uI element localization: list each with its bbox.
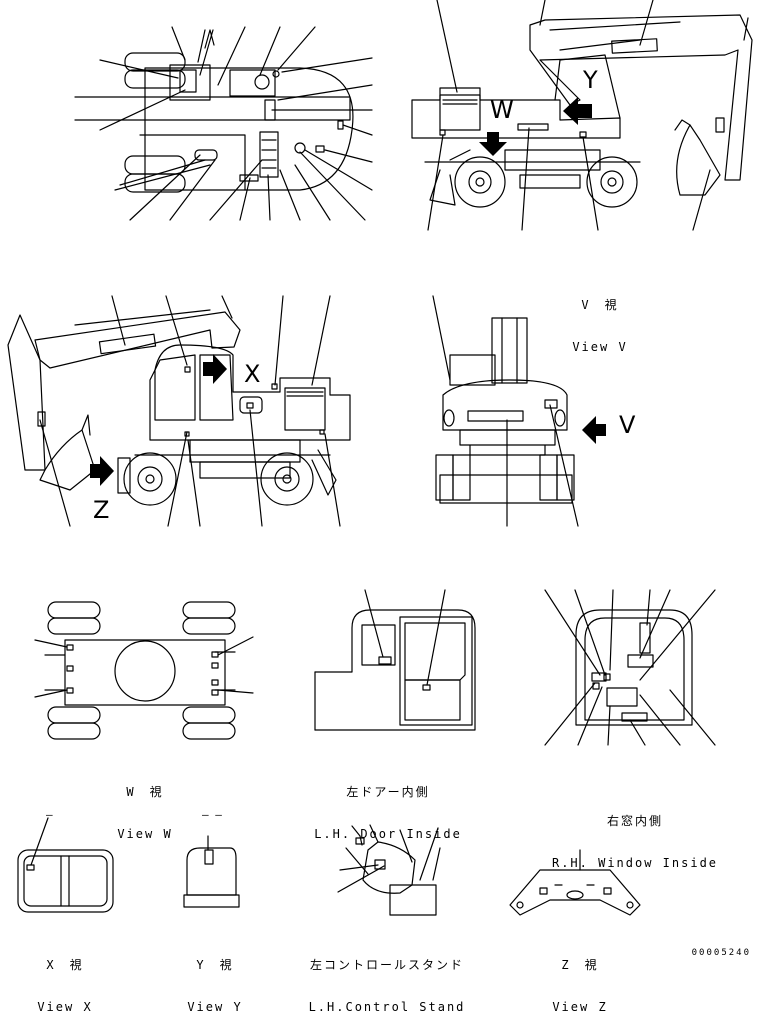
- view-z-drawing: [509, 849, 641, 916]
- view-w-drawing: [34, 601, 254, 740]
- marker-letter-w: W: [490, 96, 514, 124]
- document-number: 00005240: [691, 948, 751, 958]
- view-x-dash: –: [46, 808, 53, 821]
- caption-view-x: X 視 View X: [37, 930, 92, 1028]
- caption-window-inside-en: R.H. Window Inside: [551, 856, 719, 870]
- rear-view: [432, 295, 606, 527]
- caption-door-inside-jp: 左ドアー内側: [346, 785, 430, 799]
- caption-view-y-jp: Y 視: [196, 958, 234, 972]
- caption-door-inside-en: L.H. Door Inside: [314, 827, 462, 841]
- marker-letter-x: X: [244, 360, 261, 388]
- caption-door-inside: 左ドアー内側 L.H. Door Inside: [314, 757, 462, 855]
- caption-view-x-jp: X 視: [46, 958, 84, 972]
- caption-window-inside: 右窓内側 R.H. Window Inside: [552, 786, 718, 884]
- caption-window-inside-jp: 右窓内側: [606, 814, 664, 828]
- view-y-dash: – –: [202, 808, 222, 821]
- caption-view-v-jp: V 視: [581, 298, 619, 312]
- marker-letter-v: V: [619, 411, 636, 439]
- parts-diagram: [7, 0, 753, 916]
- top-view: [74, 26, 373, 221]
- view-x-drawing: [17, 817, 114, 913]
- marker-letter-y: Y: [583, 66, 598, 94]
- caption-view-w-en: View W: [117, 827, 173, 841]
- view-y-drawing: [183, 835, 240, 908]
- control-stand-drawing: [337, 824, 441, 916]
- caption-control-stand-jp: 左コントロールスタンド: [309, 958, 465, 972]
- caption-view-v-en: View V: [572, 340, 628, 354]
- caption-view-y: Y 視 View Y: [187, 930, 242, 1028]
- caption-view-z-en: View Z: [552, 1000, 608, 1014]
- caption-view-z-jp: Z 視: [561, 958, 599, 972]
- door-inside-drawing: [314, 589, 476, 731]
- window-inside-drawing: [544, 589, 716, 746]
- caption-view-v: V 視 View V: [572, 270, 627, 368]
- caption-view-y-en: View Y: [187, 1000, 243, 1014]
- caption-control-stand-en: L.H.Control Stand: [308, 1000, 466, 1014]
- caption-view-x-en: View X: [37, 1000, 93, 1014]
- marker-letter-z: Z: [93, 496, 110, 524]
- caption-view-w-jp: W 視: [126, 785, 164, 799]
- caption-control-stand: 左コントロールスタンド L.H.Control Stand: [309, 930, 466, 1028]
- caption-view-w: W 視 View W: [117, 757, 172, 855]
- caption-view-z: Z 視 View Z: [552, 930, 607, 1028]
- side-view-right: [411, 0, 753, 231]
- side-view-left: [7, 295, 351, 527]
